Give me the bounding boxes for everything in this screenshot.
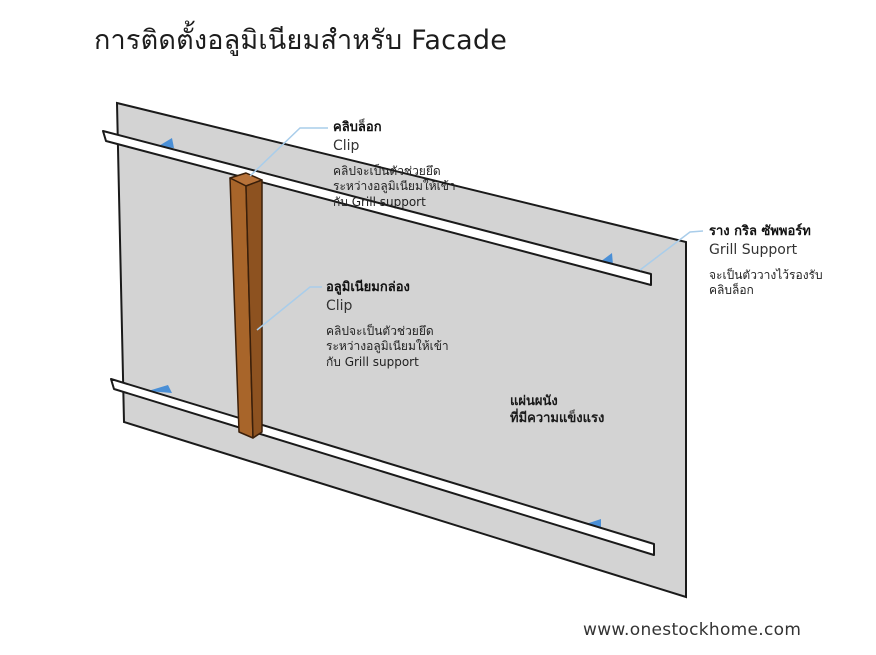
clip-icon [148, 385, 172, 393]
leader-line-box-aluminium [256, 286, 322, 331]
page-title: การติดตั้งอลูมิเนียมสำหรับ Facade [94, 25, 508, 56]
label-clip: คลิบล็อก Clip คลิปจะเป็นตัวช่วยยึด ระหว่… [333, 120, 456, 211]
website-watermark: www.onestockhome.com [583, 620, 802, 640]
label-clip-thai: คลิบล็อก [333, 120, 382, 135]
label-grill-support-english: Grill Support [709, 242, 798, 259]
label-grill-support: ราง กริล ซัพพอร์ท Grill Support จะเป็นตั… [709, 224, 823, 299]
label-clip-english: Clip [333, 138, 360, 155]
label-box-aluminium-thai: อลูมิเนียมกล่อง [326, 280, 410, 295]
label-box-aluminium: อลูมิเนียมกล่อง Clip คลิปจะเป็นตัวช่วยยึ… [326, 280, 449, 371]
box-aluminium-post [229, 172, 263, 439]
leader-line-grill-support [639, 230, 704, 271]
label-grill-support-thai: ราง กริล ซัพพอร์ท [709, 224, 811, 239]
label-box-aluminium-english: Clip [326, 298, 353, 315]
label-grill-support-description: จะเป็นตัววางไว้รองรับ คลิบล็อก [709, 267, 823, 298]
leader-line-clip [249, 127, 328, 177]
grill-support-rail-top [102, 130, 652, 286]
label-wall-panel: แผ่นผนัง ที่มีความแข็งแรง [510, 394, 605, 426]
label-clip-description: คลิปจะเป็นตัวช่วยยึด ระหว่างอลูมิเนียมให… [333, 163, 456, 209]
label-box-aluminium-description: คลิปจะเป็นตัวช่วยยึด ระหว่างอลูมิเนียมให… [326, 323, 449, 369]
